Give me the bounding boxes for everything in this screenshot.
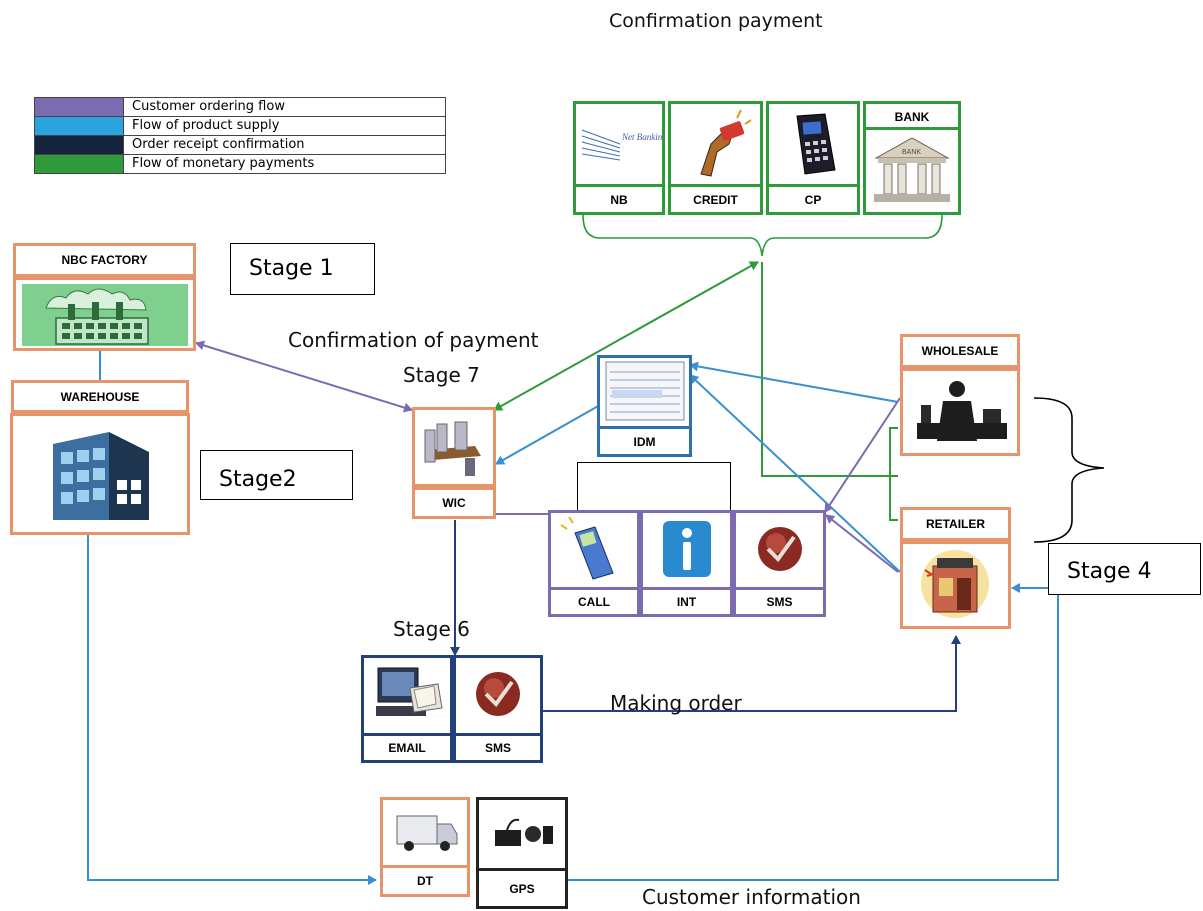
sms-bottom-node: SMS bbox=[453, 655, 543, 763]
sms-top-label: SMS bbox=[733, 587, 826, 617]
making-order-text: Making order bbox=[610, 691, 742, 715]
stage-7-text: Stage 7 bbox=[403, 363, 480, 387]
gps-label: GPS bbox=[479, 868, 565, 906]
stage-1-box: Stage 1 bbox=[230, 243, 375, 295]
legend-label: Customer ordering flow bbox=[132, 99, 285, 114]
sms-check-icon bbox=[758, 527, 802, 571]
cp-label: CP bbox=[766, 184, 860, 215]
svg-text:BANK: BANK bbox=[902, 149, 921, 156]
confirmation-of-payment-text: Confirmation of payment bbox=[288, 328, 539, 352]
dt-node: DT bbox=[380, 797, 470, 897]
svg-text:Net Banking: Net Banking bbox=[621, 132, 662, 142]
retailer-label: RETAILER bbox=[900, 507, 1011, 541]
wholesale-node bbox=[900, 368, 1020, 456]
int-label: INT bbox=[640, 587, 733, 617]
int-node: INT bbox=[640, 510, 733, 617]
cp-node: CP bbox=[766, 101, 860, 215]
sms-check-icon bbox=[476, 672, 520, 716]
sms-bottom-label: SMS bbox=[453, 733, 543, 763]
net-banking-icon: Net Banking bbox=[581, 129, 662, 161]
office-desk-icon bbox=[424, 421, 481, 476]
credit-node: CREDIT bbox=[668, 101, 763, 215]
bank-building-icon: BANK bbox=[874, 137, 950, 202]
email-label: EMAIL bbox=[361, 733, 453, 763]
wholesale-label: WHOLESALE bbox=[900, 334, 1020, 368]
diagram-title: Confirmation payment bbox=[609, 10, 823, 32]
legend-label: Flow of product supply bbox=[132, 118, 280, 133]
gps-device-icon bbox=[495, 818, 553, 846]
warehouse-node bbox=[10, 413, 190, 535]
legend-swatch-confirmation bbox=[35, 136, 124, 154]
shopkeeper-icon bbox=[917, 381, 1007, 441]
email-node: EMAIL bbox=[361, 655, 453, 763]
gps-node: GPS bbox=[476, 797, 568, 909]
stage-6-text: Stage 6 bbox=[393, 617, 470, 641]
legend-label: Flow of monetary payments bbox=[132, 156, 315, 171]
legend-swatch-ordering bbox=[35, 98, 124, 116]
retailer-node bbox=[900, 541, 1011, 629]
idm-node: IDM bbox=[597, 355, 692, 457]
legend-swatch-payments bbox=[35, 155, 124, 173]
shop-storefront-icon bbox=[921, 550, 989, 618]
card-payment-terminal-icon bbox=[796, 113, 836, 175]
nbc-factory-label: NBC FACTORY bbox=[13, 243, 196, 277]
info-icon bbox=[663, 521, 711, 577]
wic-label: WIC bbox=[412, 487, 496, 519]
bank-label: BANK bbox=[866, 106, 958, 130]
delivery-truck-icon bbox=[396, 815, 458, 851]
call-label: CALL bbox=[548, 587, 640, 617]
mobile-phone-icon bbox=[560, 516, 614, 580]
legend-item-ordering: Customer ordering flow bbox=[35, 98, 445, 117]
invoice-document-icon bbox=[605, 361, 685, 421]
nbc-factory-node bbox=[13, 277, 196, 351]
nb-label: NB bbox=[573, 184, 665, 215]
legend: Customer ordering flow Flow of product s… bbox=[34, 97, 446, 174]
legend-item-supply: Flow of product supply bbox=[35, 117, 445, 136]
stage-4-box: Stage 4 bbox=[1048, 543, 1201, 595]
nb-node: Net Banking NB bbox=[573, 101, 665, 215]
legend-item-confirmation: Order receipt confirmation bbox=[35, 136, 445, 155]
customer-information-text: Customer information bbox=[642, 885, 861, 909]
dt-label: DT bbox=[380, 865, 470, 897]
credit-label: CREDIT bbox=[668, 184, 763, 215]
legend-item-payments: Flow of monetary payments bbox=[35, 155, 445, 173]
bank-node: BANK BANK bbox=[863, 101, 961, 215]
idm-label: IDM bbox=[600, 426, 689, 454]
warehouse-building-icon bbox=[53, 432, 149, 520]
legend-label: Order receipt confirmation bbox=[132, 137, 305, 152]
stage-2-box: Stage2 bbox=[200, 450, 353, 500]
blank-label-box bbox=[577, 462, 731, 512]
credit-card-hand-icon bbox=[700, 109, 752, 177]
sms-top-node: SMS bbox=[733, 510, 826, 617]
call-node: CALL bbox=[548, 510, 640, 617]
factory-icon bbox=[22, 284, 188, 346]
legend-swatch-supply bbox=[35, 117, 124, 135]
warehouse-label: WAREHOUSE bbox=[11, 380, 189, 413]
wic-node bbox=[412, 407, 496, 487]
email-computer-icon bbox=[376, 667, 443, 716]
